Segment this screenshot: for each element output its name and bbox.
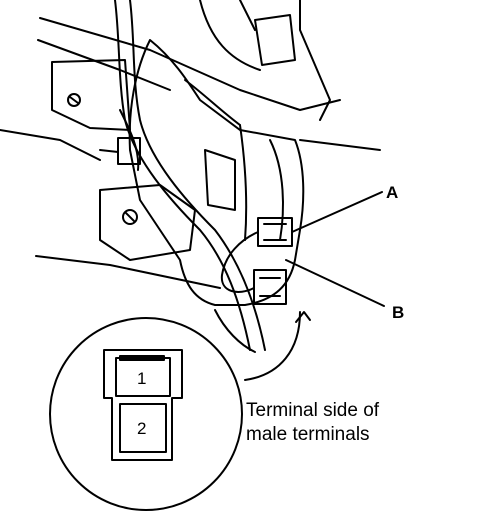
connector-face — [103, 349, 183, 461]
caption-line-1: Terminal side of — [246, 400, 380, 421]
callout-a-label: A — [386, 183, 398, 202]
wire-harness — [114, 0, 296, 353]
harness-clip — [99, 137, 141, 165]
magnify-arrow — [244, 311, 301, 381]
caption-line-2: male terminals — [246, 424, 370, 445]
magnify-arrowhead — [295, 311, 311, 323]
upper-bracket — [51, 59, 131, 131]
lower-bracket — [99, 184, 196, 261]
callout-b-label: B — [392, 303, 404, 322]
pin-1-label: 1 — [137, 369, 146, 388]
leader-line-a — [291, 191, 383, 233]
detail-circle — [49, 317, 243, 511]
connector-a — [257, 217, 293, 247]
connector-wire — [220, 231, 259, 293]
body-panel — [0, 0, 381, 289]
leader-line-b — [285, 259, 385, 307]
pin-2-label: 2 — [137, 419, 146, 438]
